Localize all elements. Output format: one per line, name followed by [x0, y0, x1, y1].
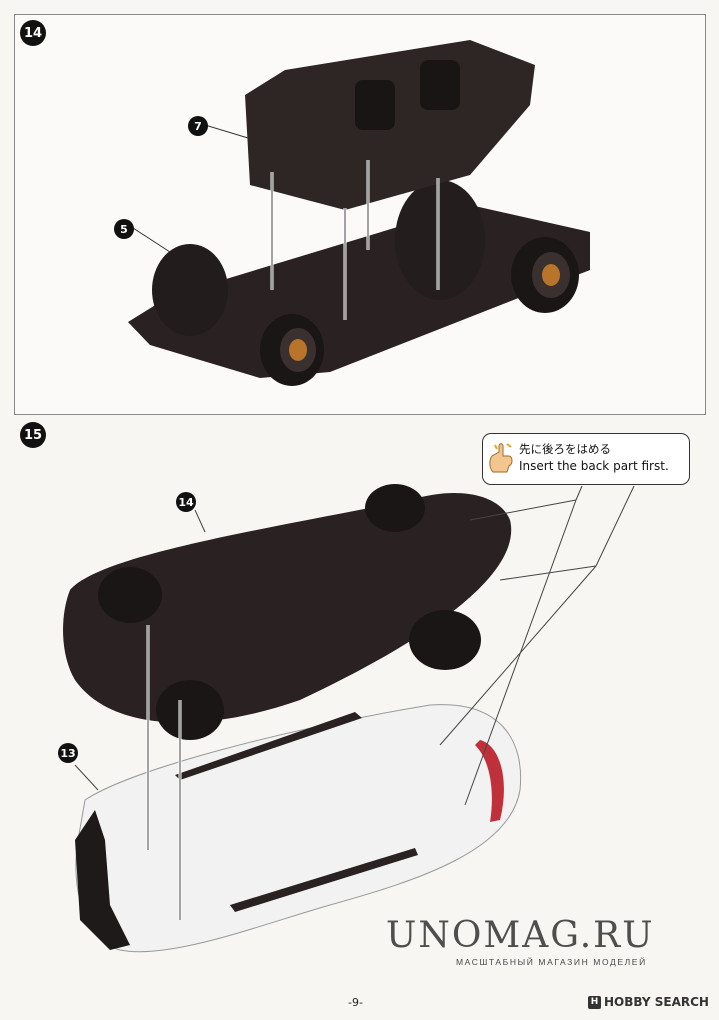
callout-part-13: 13 [58, 743, 78, 763]
callout-part-7: 7 [188, 116, 208, 136]
watermark-title: UNOMAG.RU [386, 915, 655, 956]
rear-fender-part [395, 180, 485, 300]
step-number-15: 15 [20, 422, 46, 448]
watermark-subtitle: МАСШТАБНЫЙ МАГАЗИН МОДЕЛЕЙ [456, 957, 647, 967]
brand-mark-icon: H [588, 995, 601, 1009]
chassis-underside-part-14 [63, 492, 512, 723]
seat-left [355, 80, 395, 130]
tail-light-detail [475, 740, 504, 822]
body-shell-part-13 [75, 704, 522, 953]
note-text-japanese: 先に後ろをはめる [519, 442, 611, 456]
side-skirt-strip-lower [230, 848, 418, 912]
page-number: -9- [348, 996, 363, 1009]
brand-logo: H HOBBY SEARCH [588, 995, 709, 1009]
callout-part-5: 5 [114, 219, 134, 239]
underside-wheels [98, 484, 481, 740]
assembly-note-box: 先に後ろをはめる Insert the back part first. [482, 433, 690, 485]
front-bumper-detail [75, 810, 130, 950]
front-fender-part-5 [152, 244, 228, 336]
front-wheel [260, 314, 324, 386]
note-text-english: Insert the back part first. [519, 459, 669, 473]
rear-wheel [511, 237, 579, 313]
side-skirt-strip [175, 712, 362, 780]
callout-part-14: 14 [176, 492, 196, 512]
step-number-14: 14 [20, 20, 46, 46]
brand-name: HOBBY SEARCH [604, 995, 709, 1009]
seat-right [420, 60, 460, 110]
pointing-hand-icon [489, 443, 513, 473]
